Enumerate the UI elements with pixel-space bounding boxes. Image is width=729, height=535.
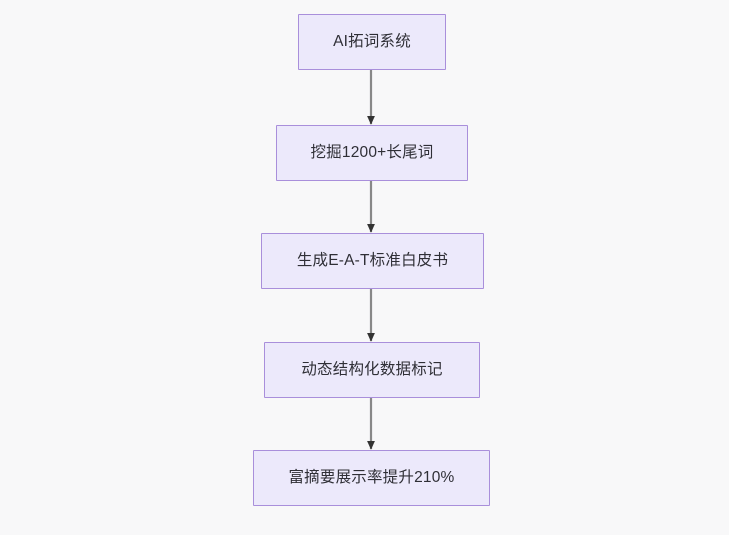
flow-node-rich-snippet-impression-uplift[interactable]: 富摘要展示率提升210% [253, 450, 490, 506]
flow-node-dynamic-structured-data-markup[interactable]: 动态结构化数据标记 [264, 342, 480, 398]
flow-node-label: 富摘要展示率提升210% [288, 469, 455, 487]
flow-node-mine-longtail-keywords[interactable]: 挖掘1200+长尾词 [276, 125, 468, 181]
flow-node-label: 挖掘1200+长尾词 [310, 144, 434, 162]
flow-node-label: AI拓词系统 [333, 33, 411, 51]
flow-node-ai-keyword-system[interactable]: AI拓词系统 [298, 14, 446, 70]
flow-node-label: 生成E-A-T标准白皮书 [296, 252, 449, 270]
flow-node-generate-eat-whitepaper[interactable]: 生成E-A-T标准白皮书 [261, 233, 484, 289]
flow-node-label: 动态结构化数据标记 [301, 361, 443, 379]
